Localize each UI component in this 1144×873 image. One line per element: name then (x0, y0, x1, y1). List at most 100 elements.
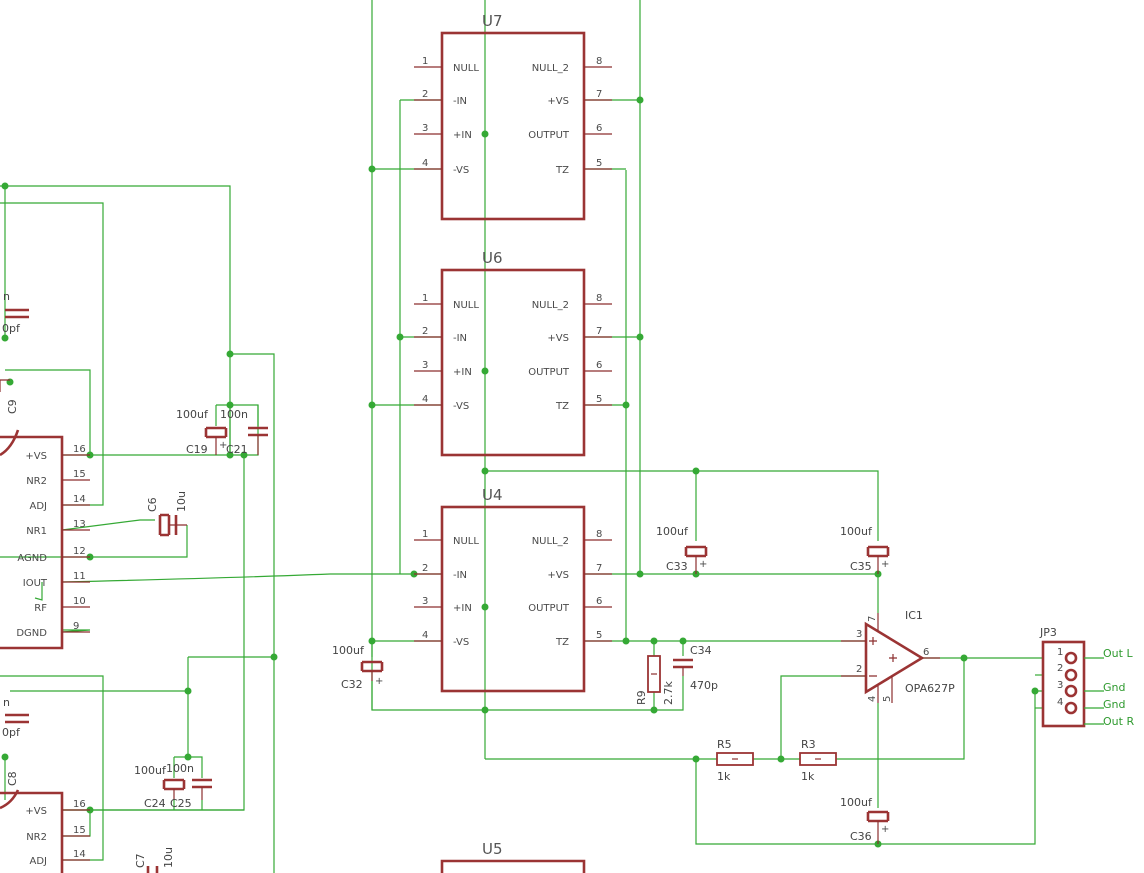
svg-text:12: 12 (73, 546, 86, 557)
svg-text:TZ: TZ (555, 165, 569, 176)
svg-text:10: 10 (73, 596, 86, 607)
svg-text:TZ: TZ (555, 637, 569, 648)
svg-text:4: 4 (422, 158, 428, 169)
svg-text:2.7k: 2.7k (662, 681, 675, 705)
svg-text:C6: C6 (146, 497, 159, 512)
svg-text:+: + (699, 559, 707, 570)
cap-partial-bottom: n 0pf (2, 696, 29, 739)
svg-text:10u: 10u (175, 491, 188, 512)
svg-text:OUTPUT: OUTPUT (528, 130, 570, 141)
svg-text:4: 4 (1057, 697, 1063, 708)
svg-text:8: 8 (596, 56, 602, 67)
svg-text:-VS: -VS (453, 165, 469, 176)
svg-text:TZ: TZ (555, 401, 569, 412)
svg-text:6: 6 (596, 360, 602, 371)
svg-text:+: + (375, 676, 383, 687)
cap-c24: 100uf C24 (134, 764, 186, 810)
svg-text:-VS: -VS (453, 401, 469, 412)
u7-opamp: U7 1 2 3 4 8 7 6 5 NULL -IN +IN -VS NULL… (414, 12, 612, 221)
svg-text:-IN: -IN (453, 570, 467, 581)
ic1-opamp: IC1 OPA627P 3 2 6 7 4 5 (841, 609, 955, 703)
jp3-ref: JP3 (1039, 626, 1057, 639)
svg-text:11: 11 (73, 571, 86, 582)
svg-text:9: 9 (73, 621, 79, 632)
svg-text:5: 5 (596, 394, 602, 405)
svg-text:470p: 470p (690, 679, 718, 692)
svg-text:3: 3 (422, 596, 428, 607)
u5-opamp: U5 (440, 840, 586, 873)
svg-text:ADJ: ADJ (30, 501, 48, 512)
svg-text:n: n (3, 696, 10, 709)
svg-text:100uf: 100uf (656, 525, 689, 538)
svg-text:C25: C25 (170, 797, 192, 810)
svg-text:0pf: 0pf (2, 726, 21, 739)
svg-text:4: 4 (422, 630, 428, 641)
svg-text:+IN: +IN (453, 367, 472, 378)
svg-text:NULL_2: NULL_2 (532, 536, 569, 547)
svg-text:8: 8 (596, 293, 602, 304)
u4-ref: U4 (482, 486, 503, 504)
cap-c36: 100uf C36 + (840, 796, 889, 844)
u4-opamp: U4 1 2 3 4 8 7 6 5 NULL -IN +IN -VS NULL… (414, 486, 612, 693)
svg-text:100uf: 100uf (840, 796, 873, 809)
net-gnd-1: Gnd (1103, 681, 1125, 694)
svg-text:7: 7 (596, 563, 602, 574)
dac-chip-top: 16 15 14 13 12 11 10 9 +VS NR2 ADJ NR1 A… (0, 435, 90, 650)
svg-text:C21: C21 (226, 443, 248, 456)
cap-c8: C8 (0, 771, 20, 810)
svg-text:100uf: 100uf (176, 408, 209, 421)
net-out-l: Out L (1103, 647, 1133, 660)
svg-text:1: 1 (1057, 647, 1063, 658)
svg-text:100n: 100n (166, 762, 194, 775)
svg-text:1: 1 (422, 56, 428, 67)
svg-text:NULL: NULL (453, 536, 479, 547)
svg-text:+: + (881, 559, 889, 570)
net-out-r: Out R (1103, 715, 1134, 728)
svg-text:C32: C32 (341, 678, 363, 691)
resistor-r3: R3 1k (799, 738, 837, 783)
svg-text:1: 1 (422, 293, 428, 304)
svg-text:R3: R3 (801, 738, 816, 751)
svg-text:1k: 1k (801, 770, 815, 783)
ic1-value: OPA627P (905, 682, 955, 695)
svg-text:6: 6 (596, 123, 602, 134)
svg-text:2: 2 (856, 664, 862, 675)
svg-text:0pf: 0pf (2, 322, 21, 335)
cap-c7: C7 10u (134, 847, 175, 873)
svg-text:7: 7 (596, 326, 602, 337)
svg-text:+VS: +VS (547, 570, 569, 581)
cap-partial-top: n 0pf (2, 290, 29, 335)
svg-text:+VS: +VS (547, 333, 569, 344)
svg-text:ADJ: ADJ (30, 856, 48, 867)
svg-text:OUTPUT: OUTPUT (528, 603, 570, 614)
svg-text:4: 4 (422, 394, 428, 405)
svg-text:AGND: AGND (17, 553, 47, 564)
ic1-ref: IC1 (905, 609, 923, 622)
svg-text:1: 1 (422, 529, 428, 540)
svg-text:15: 15 (73, 825, 86, 836)
svg-text:100uf: 100uf (332, 644, 365, 657)
svg-text:13: 13 (73, 519, 86, 530)
cap-c6: C6 10u (146, 491, 188, 537)
svg-text:3: 3 (422, 360, 428, 371)
svg-text:1k: 1k (717, 770, 731, 783)
junctions (1, 96, 1039, 848)
svg-text:C24: C24 (144, 797, 166, 810)
jp3-connector: JP3 1 2 3 4 (1039, 626, 1086, 728)
svg-text:C7: C7 (134, 853, 147, 868)
svg-text:NR2: NR2 (26, 832, 47, 843)
cap-c25: 100n C25 (166, 762, 212, 810)
svg-text:100uf: 100uf (840, 525, 873, 538)
net-gnd-2: Gnd (1103, 698, 1125, 711)
svg-text:100n: 100n (220, 408, 248, 421)
cap-c35: 100uf C35 + (840, 525, 889, 574)
svg-text:6: 6 (596, 596, 602, 607)
svg-text:NR1: NR1 (26, 526, 47, 537)
svg-text:14: 14 (73, 849, 86, 860)
svg-text:RF: RF (34, 603, 47, 614)
u6-ref: U6 (482, 249, 503, 267)
svg-text:NULL_2: NULL_2 (532, 63, 569, 74)
svg-text:15: 15 (73, 469, 86, 480)
svg-text:6: 6 (923, 647, 929, 658)
